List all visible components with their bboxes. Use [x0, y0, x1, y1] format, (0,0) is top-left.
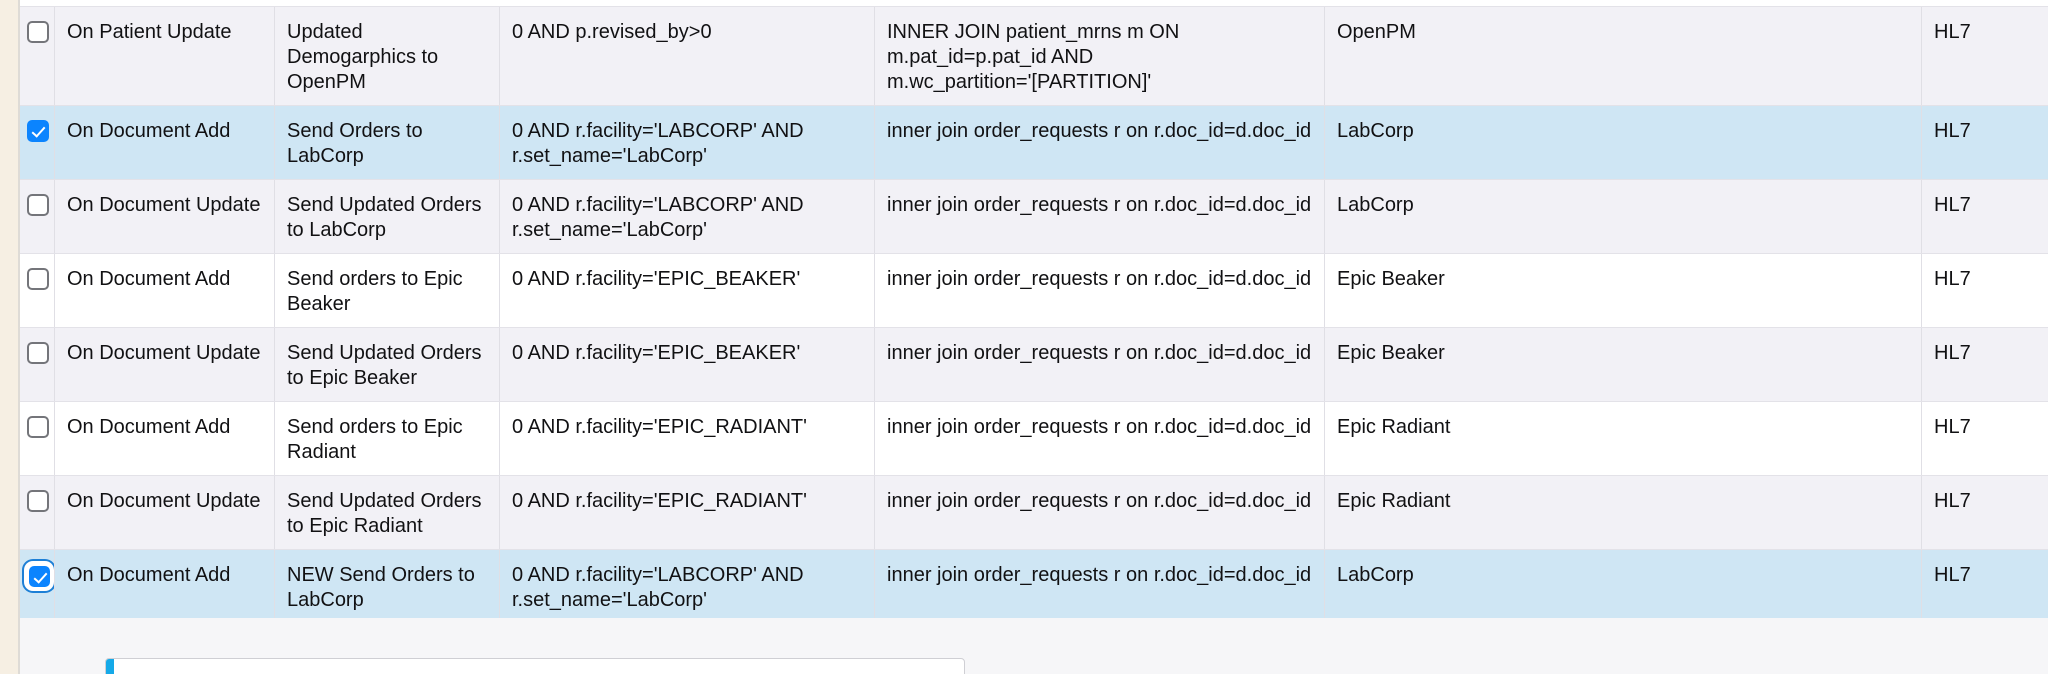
cell-destination: LabCorp — [1325, 180, 1922, 253]
row-checkbox-wrapper — [27, 120, 51, 144]
row-select-cell[interactable] — [20, 402, 55, 475]
cell-event: On Document Add — [55, 402, 275, 475]
cell-join: INNER JOIN patient_mrns m ON m.pat_id=p.… — [875, 7, 1325, 105]
cell-condition: 0 AND r.facility='EPIC_RADIANT' — [500, 476, 875, 549]
cell-join: inner join order_requests r on r.doc_id=… — [875, 254, 1325, 327]
row-checkbox-wrapper — [27, 268, 51, 292]
cell-join: inner join order_requests r on r.doc_id=… — [875, 180, 1325, 253]
row-checkbox-wrapper — [27, 21, 51, 45]
row-select-cell[interactable] — [20, 106, 55, 179]
left-gutter — [0, 0, 18, 674]
row-checkbox-wrapper — [27, 342, 51, 366]
row-select-cell[interactable] — [20, 550, 55, 623]
row-checkbox-unchecked[interactable] — [27, 21, 49, 43]
row-checkbox-unchecked[interactable] — [27, 490, 49, 512]
row-checkbox-unchecked[interactable] — [27, 194, 49, 216]
cell-condition: 0 AND r.facility='EPIC_BEAKER' — [500, 254, 875, 327]
cell-condition: 0 AND r.facility='LABCORP' AND r.set_nam… — [500, 550, 875, 623]
cell-name: Send orders to Epic Beaker — [275, 254, 500, 327]
cell-condition: 0 AND r.facility='LABCORP' AND r.set_nam… — [500, 106, 875, 179]
row-checkbox-checked[interactable] — [27, 120, 49, 142]
cell-event: On Document Add — [55, 550, 275, 623]
detail-panel[interactable] — [105, 658, 965, 674]
cell-join: inner join order_requests r on r.doc_id=… — [875, 550, 1325, 623]
gutter-divider — [18, 0, 20, 674]
cell-destination: OpenPM — [1325, 7, 1922, 105]
cell-format: HL7 — [1934, 342, 1971, 364]
cell-name: Updated Demogarphics to OpenPM — [275, 7, 500, 105]
row-select-cell[interactable] — [20, 254, 55, 327]
cell-destination: Epic Radiant — [1325, 476, 1922, 549]
row-checkbox-wrapper — [27, 416, 51, 440]
detail-area — [20, 618, 2048, 674]
cell-join: inner join order_requests r on r.doc_id=… — [875, 106, 1325, 179]
cell-destination: Epic Beaker — [1325, 254, 1922, 327]
cell-condition: 0 AND r.facility='EPIC_BEAKER' — [500, 328, 875, 401]
cell-destination: LabCorp — [1325, 550, 1922, 623]
cell-name: Send Updated Orders to Epic Beaker — [275, 328, 500, 401]
row-checkbox-wrapper — [24, 561, 54, 591]
cell-condition: 0 AND p.revised_by>0 — [500, 7, 875, 105]
cell-destination: Epic Radiant — [1325, 402, 1922, 475]
cell-join: inner join order_requests r on r.doc_id=… — [875, 402, 1325, 475]
cell-destination: Epic Beaker — [1325, 328, 1922, 401]
cell-event: On Document Update — [55, 476, 275, 549]
grid-top-edge — [20, 0, 2048, 7]
cell-format: HL7 — [1934, 564, 1971, 586]
cell-event: On Document Add — [55, 254, 275, 327]
row-select-cell[interactable] — [20, 328, 55, 401]
cell-format: HL7 — [1934, 490, 1971, 512]
cell-name: Send orders to Epic Radiant — [275, 402, 500, 475]
cell-format: HL7 — [1934, 416, 1971, 438]
cell-format: HL7 — [1934, 120, 1971, 142]
row-select-cell[interactable] — [20, 7, 55, 105]
cell-event: On Document Update — [55, 180, 275, 253]
cell-event: On Patient Update — [55, 7, 275, 105]
row-checkbox-unchecked[interactable] — [27, 342, 49, 364]
cell-format: HL7 — [1934, 268, 1971, 290]
row-checkbox-unchecked[interactable] — [27, 268, 49, 290]
cell-event: On Document Add — [55, 106, 275, 179]
cell-name: Send Updated Orders to Epic Radiant — [275, 476, 500, 549]
cell-destination: LabCorp — [1325, 106, 1922, 179]
cell-join: inner join order_requests r on r.doc_id=… — [875, 476, 1325, 549]
row-checkbox-wrapper — [27, 194, 51, 218]
cell-name: Send Orders to LabCorp — [275, 106, 500, 179]
cell-name: NEW Send Orders to LabCorp — [275, 550, 500, 623]
row-checkbox-checked[interactable] — [28, 565, 50, 587]
cell-join: inner join order_requests r on r.doc_id=… — [875, 328, 1325, 401]
cell-condition: 0 AND r.facility='EPIC_RADIANT' — [500, 402, 875, 475]
cell-name: Send Updated Orders to LabCorp — [275, 180, 500, 253]
cell-format: HL7 — [1934, 21, 1971, 43]
cell-condition: 0 AND r.facility='LABCORP' AND r.set_nam… — [500, 180, 875, 253]
cell-event: On Document Update — [55, 328, 275, 401]
cell-format: HL7 — [1934, 194, 1971, 216]
row-select-cell[interactable] — [20, 180, 55, 253]
row-checkbox-wrapper — [27, 490, 51, 514]
detail-panel-accent-bar — [106, 659, 114, 674]
row-select-cell[interactable] — [20, 476, 55, 549]
row-checkbox-unchecked[interactable] — [27, 416, 49, 438]
